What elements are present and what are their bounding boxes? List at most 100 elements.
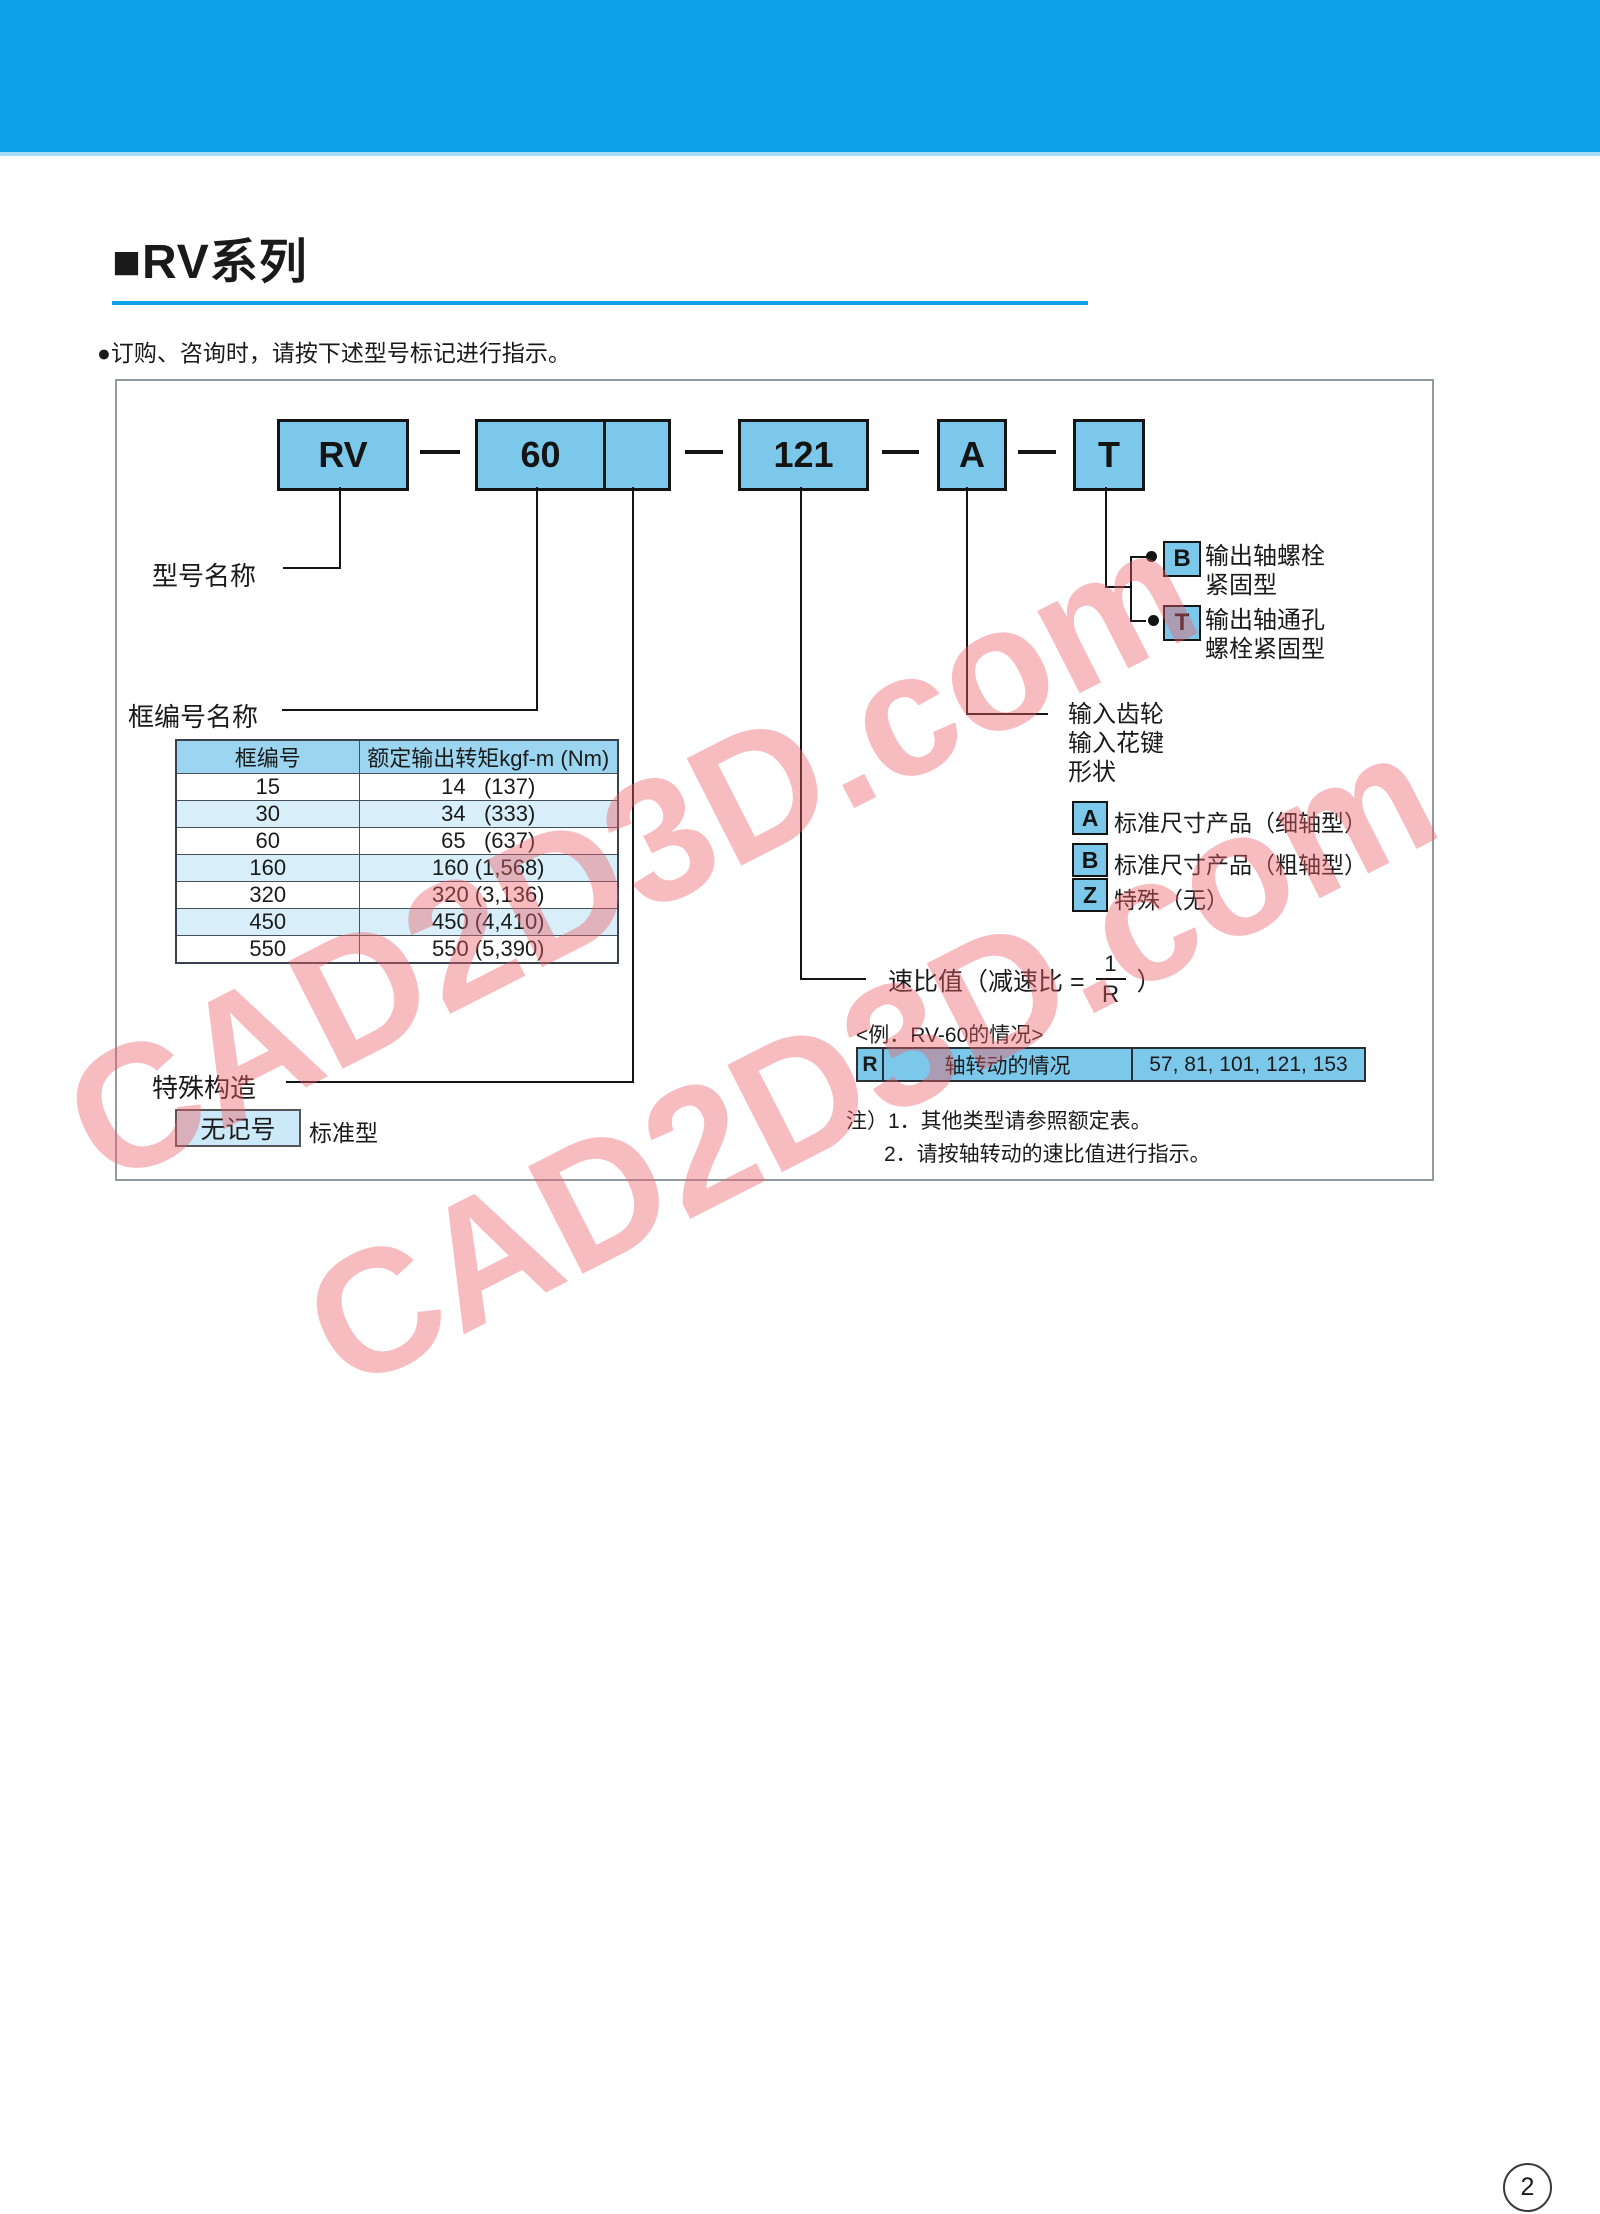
- cell-frame: 550: [175, 935, 360, 964]
- cell-torque: 160 (1,568): [358, 854, 619, 882]
- dash-separator: [685, 450, 723, 454]
- dash-separator: [1018, 450, 1056, 454]
- connector-line: [536, 487, 538, 711]
- dash-separator: [420, 450, 460, 454]
- connector-line: [286, 1081, 634, 1083]
- ratio-denominator: R: [1101, 981, 1120, 1008]
- title-underline: [112, 301, 1088, 305]
- ratio-numerator: 1: [1104, 951, 1117, 976]
- model-box-shaft: A: [937, 419, 1007, 491]
- table-row: 450 450 (4,410): [175, 908, 619, 936]
- example-ratio-table: R 轴转动的情况 57, 81, 101, 121, 153: [856, 1047, 1366, 1082]
- input-shape-line3: 形状: [1068, 759, 1116, 786]
- shaft-desc-z: 特殊（无）: [1114, 887, 1229, 913]
- example-caption: <例．RV-60的情况>: [856, 1024, 1044, 1047]
- model-box-ratio: 121: [738, 419, 869, 491]
- ratio-prefix: 速比值（减速比 =: [888, 968, 1085, 996]
- table-row: 320 320 (3,136): [175, 881, 619, 909]
- input-shape-line1: 输入齿轮: [1068, 701, 1164, 728]
- fastening-desc-t-line1: 输出轴通孔: [1205, 607, 1325, 634]
- model-box-fastening: T: [1073, 419, 1145, 491]
- ratio-suffix: ）: [1136, 968, 1162, 996]
- callout-input-shape: 输入齿轮 输入花键 形状: [1068, 700, 1164, 787]
- no-mark-box: 无记号: [175, 1109, 301, 1147]
- top-banner: [0, 0, 1600, 156]
- connector-line: [339, 487, 341, 569]
- fraction-bar: [1095, 978, 1126, 980]
- page-title: ■RV系列: [112, 236, 308, 289]
- shaft-option-box-b: B: [1072, 843, 1108, 877]
- connector-line: [1130, 620, 1146, 622]
- callout-model-name: 型号名称: [152, 561, 257, 591]
- standard-type-label: 标准型: [309, 1120, 378, 1146]
- connector-line: [1130, 556, 1146, 558]
- fastening-code-b: B: [1173, 545, 1191, 572]
- model-series-text: RV: [318, 434, 368, 475]
- cell-frame: 15: [175, 773, 360, 801]
- table-header-row: 框编号 额定输出转矩kgf-m (Nm): [175, 739, 619, 774]
- shaft-code-a: A: [1081, 804, 1099, 831]
- no-mark-text: 无记号: [200, 1116, 276, 1144]
- model-box-series: RV: [277, 419, 409, 491]
- example-r-values: 57, 81, 101, 121, 153: [1131, 1049, 1364, 1080]
- cell-frame: 60: [175, 827, 360, 855]
- table-row: 30 34 (333): [175, 800, 619, 828]
- callout-frame-name: 框编号名称: [128, 702, 259, 732]
- cell-frame: 320: [175, 881, 360, 909]
- table-row: 15 14 (137): [175, 773, 619, 801]
- model-frame-text: 60: [520, 434, 561, 475]
- connector-line: [632, 487, 634, 1083]
- shaft-option-box-a: A: [1072, 801, 1108, 835]
- ratio-expression: 速比值（减速比 = 1 R ）: [888, 947, 1162, 1013]
- cell-frame: 160: [175, 854, 360, 882]
- example-r-code: R: [862, 1052, 878, 1076]
- model-shaft-text: A: [959, 434, 985, 475]
- model-frame-blank-cell: [603, 422, 668, 488]
- connector-line: [283, 567, 341, 569]
- callout-special-structure: 特殊构造: [152, 1073, 257, 1103]
- fastening-desc-b-line1: 输出轴螺栓: [1205, 543, 1325, 570]
- example-r-desc: 轴转动的情况: [882, 1049, 1131, 1080]
- shaft-code-b: B: [1081, 846, 1099, 873]
- model-ratio-text: 121: [773, 434, 834, 475]
- shaft-code-z: Z: [1082, 881, 1098, 908]
- cell-torque: 14 (137): [358, 773, 619, 801]
- dash-separator: [882, 450, 919, 454]
- fastening-option-box-b: B: [1163, 541, 1201, 577]
- bullet-dot: [1148, 615, 1159, 626]
- note-line2: 2．请按轴转动的速比值进行指示。: [884, 1143, 1211, 1166]
- connector-line: [1105, 487, 1107, 588]
- shaft-desc-b: 标准尺寸产品（粗轴型）: [1114, 852, 1367, 878]
- model-fastening-text: T: [1098, 434, 1120, 475]
- connector-line: [282, 709, 538, 711]
- input-shape-line2: 输入花键: [1068, 730, 1164, 757]
- connector-line: [1130, 556, 1132, 622]
- model-box-frame: 60: [475, 419, 671, 491]
- page-number-badge: 2: [1503, 2163, 1552, 2212]
- fastening-desc-b-line2: 紧固型: [1205, 572, 1277, 599]
- note-line1: 注）1．其他类型请参照额定表。: [846, 1110, 1152, 1133]
- connector-line: [966, 713, 1048, 715]
- connector-line: [966, 487, 968, 715]
- cell-torque: 320 (3,136): [358, 881, 619, 909]
- table-row: 60 65 (637): [175, 827, 619, 855]
- frame-number-table: 框编号 额定输出转矩kgf-m (Nm) 15 14 (137) 30 34 (…: [175, 739, 619, 964]
- cell-frame: 450: [175, 908, 360, 936]
- fastening-desc-t-line2: 螺栓紧固型: [1205, 636, 1325, 663]
- connector-line: [1105, 586, 1132, 588]
- shaft-option-box-z: Z: [1072, 878, 1108, 912]
- col-header-torque: 额定输出转矩kgf-m (Nm): [358, 739, 619, 774]
- fastening-option-box-t: T: [1163, 605, 1201, 641]
- table-row: 160 160 (1,568): [175, 854, 619, 882]
- cell-frame: 30: [175, 800, 360, 828]
- col-header-frame: 框编号: [175, 739, 360, 774]
- connector-line: [800, 487, 802, 980]
- intro-text: ●订购、咨询时，请按下述型号标记进行指示。: [97, 340, 571, 366]
- cell-torque: 65 (637): [358, 827, 619, 855]
- page-number: 2: [1520, 2173, 1535, 2201]
- fastening-code-t: T: [1174, 609, 1190, 636]
- connector-line: [800, 978, 866, 980]
- bullet-dot: [1146, 551, 1157, 562]
- cell-torque: 450 (4,410): [358, 908, 619, 936]
